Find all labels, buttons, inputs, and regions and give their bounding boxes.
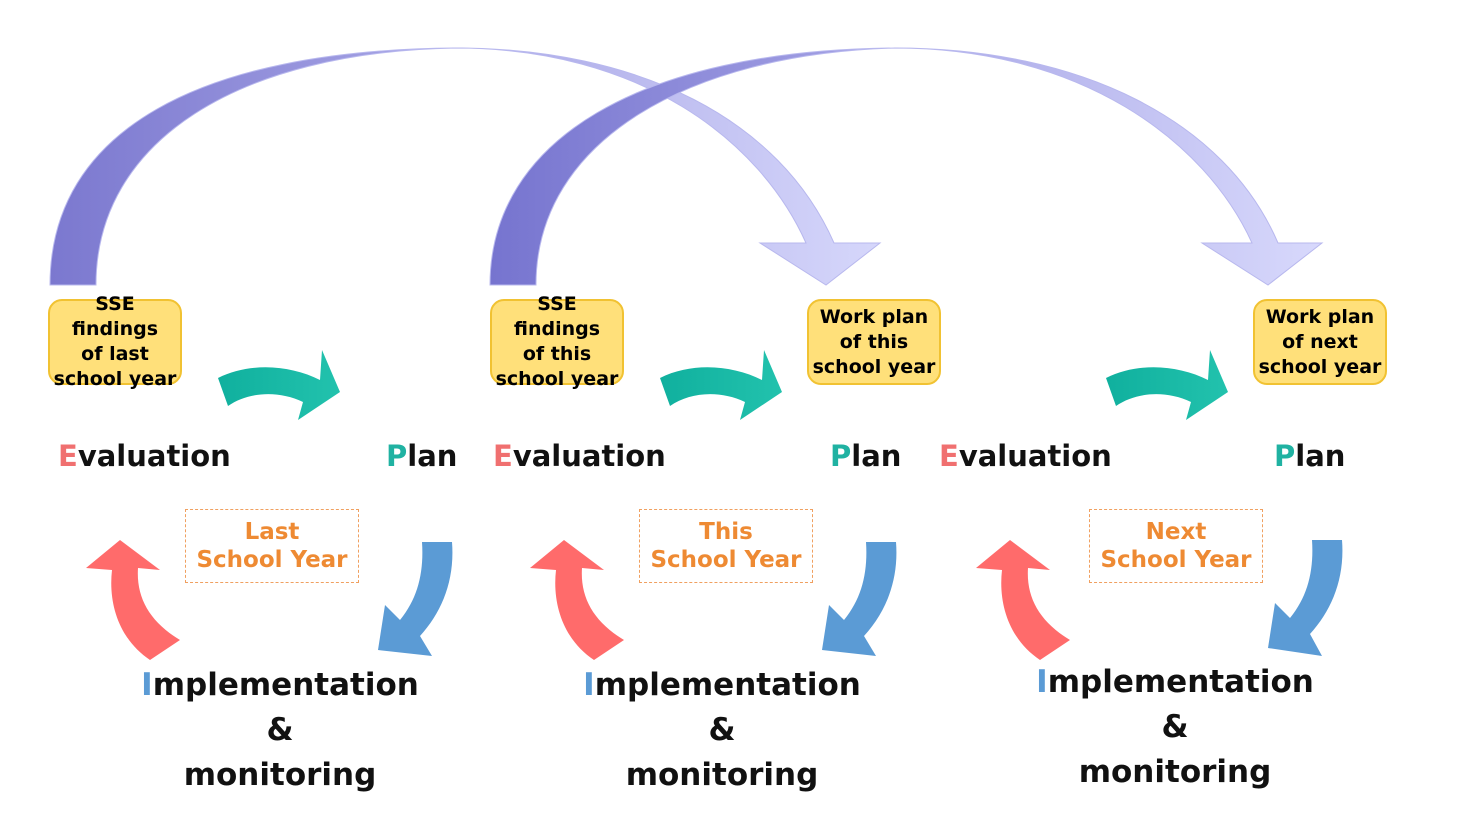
blue-arrow-3 xyxy=(1268,540,1343,656)
implementation-initial: I xyxy=(141,667,153,703)
implementation-rest: mplementation xyxy=(1047,664,1314,700)
box-line: Work plan xyxy=(819,305,929,328)
red-arrow-3 xyxy=(976,540,1070,660)
ampersand: & xyxy=(266,712,294,748)
findings-box-this-year: SSE findings of this school year xyxy=(490,293,624,390)
teal-arrow-2 xyxy=(660,350,782,420)
monitoring-label: monitoring xyxy=(183,757,377,793)
box-line: SSE findings xyxy=(71,293,159,340)
box-line: SSE findings xyxy=(513,293,601,340)
plan-rest: lan xyxy=(407,439,458,473)
box-line: of this xyxy=(522,343,592,365)
blue-arrow-2 xyxy=(822,542,897,656)
work-plan-box-next-year: Work plan of next school year xyxy=(1253,299,1387,385)
implementation-rest: mplementation xyxy=(594,667,861,703)
implementation-label: Implementation xyxy=(1025,660,1325,705)
box-line: school year xyxy=(495,368,619,390)
teal-arrow-3 xyxy=(1106,350,1228,420)
evaluation-label-3: Evaluation xyxy=(939,439,1112,473)
plan-rest: lan xyxy=(851,439,902,473)
box-line: of last xyxy=(81,343,149,365)
implementation-rest: mplementation xyxy=(152,667,419,703)
box-line: school year xyxy=(812,355,936,378)
plan-initial: P xyxy=(830,439,852,473)
monitoring-label: monitoring xyxy=(1078,754,1272,790)
box-line: school year xyxy=(53,368,177,390)
ampersand: & xyxy=(708,712,736,748)
evaluation-rest: valuation xyxy=(77,439,231,473)
evaluation-label-2: Evaluation xyxy=(493,439,666,473)
plan-rest: lan xyxy=(1295,439,1346,473)
plan-initial: P xyxy=(1274,439,1296,473)
box-line: Work plan xyxy=(1265,305,1375,328)
evaluation-label-1: Evaluation xyxy=(58,439,231,473)
implementation-block-3: Implementation & monitoring xyxy=(1025,660,1325,795)
arc-arrow-last-to-this xyxy=(49,47,882,286)
plan-initial: P xyxy=(386,439,408,473)
box-line: school year xyxy=(1258,355,1382,378)
evaluation-initial: E xyxy=(58,439,78,473)
findings-box-last-year: SSE findings of last school year xyxy=(48,293,182,390)
year-label-last: Last School Year xyxy=(185,509,359,583)
evaluation-initial: E xyxy=(939,439,959,473)
year-line: School Year xyxy=(196,547,348,573)
year-line: Last xyxy=(244,519,300,545)
box-line: of next xyxy=(1282,330,1358,353)
implementation-label: Implementation xyxy=(130,663,430,708)
teal-arrow-1 xyxy=(218,350,340,420)
plan-label-1: Plan xyxy=(386,439,457,473)
year-line: School Year xyxy=(1100,547,1252,573)
implementation-initial: I xyxy=(1036,664,1048,700)
red-arrow-1 xyxy=(86,540,180,660)
year-line: School Year xyxy=(650,547,802,573)
year-label-this: This School Year xyxy=(639,509,813,583)
implementation-initial: I xyxy=(583,667,595,703)
monitoring-label: monitoring xyxy=(625,757,819,793)
evaluation-rest: valuation xyxy=(958,439,1112,473)
implementation-label: Implementation xyxy=(572,663,872,708)
evaluation-rest: valuation xyxy=(512,439,666,473)
implementation-block-2: Implementation & monitoring xyxy=(572,663,872,798)
work-plan-box-this-year: Work plan of this school year xyxy=(807,299,941,385)
plan-label-2: Plan xyxy=(830,439,901,473)
evaluation-initial: E xyxy=(493,439,513,473)
box-line: of this xyxy=(839,330,909,353)
year-label-next: Next School Year xyxy=(1089,509,1263,583)
blue-arrow-1 xyxy=(378,542,453,656)
year-line: Next xyxy=(1145,519,1207,545)
red-arrow-2 xyxy=(530,540,624,660)
implementation-block-1: Implementation & monitoring xyxy=(130,663,430,798)
year-line: This xyxy=(699,519,753,545)
arc-arrow-this-to-next xyxy=(489,47,1324,286)
plan-label-3: Plan xyxy=(1274,439,1345,473)
ampersand: & xyxy=(1161,709,1189,745)
